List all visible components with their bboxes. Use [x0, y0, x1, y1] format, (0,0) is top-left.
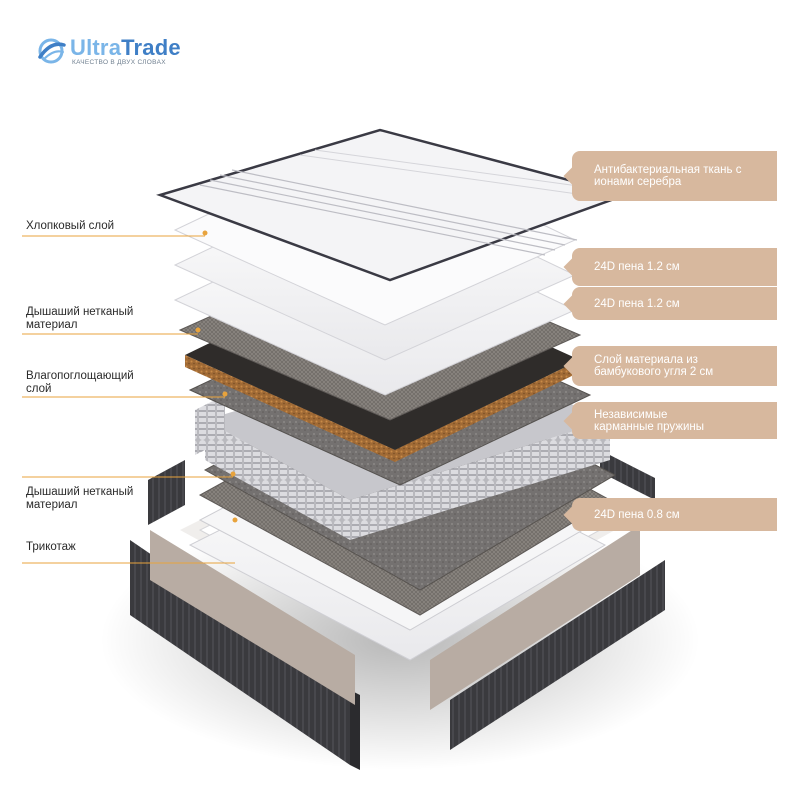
- brand-name: UltraTrade: [70, 35, 181, 61]
- tag-pocket-springs: Независимые карманные пружины: [563, 402, 777, 439]
- brand-name-part2: Trade: [121, 35, 181, 60]
- brand-tagline: КАЧЕСТВО В ДВУХ СЛОВАХ: [72, 59, 166, 66]
- label-knit-layer: Трикотаж: [26, 541, 76, 553]
- tag-bamboo-charcoal: Слой материала из бамбукового угля 2 см: [563, 346, 777, 386]
- left-leader-lines: [22, 230, 238, 564]
- label-cotton-layer: Хлопковый слой: [26, 220, 115, 232]
- tag-text: Слой материала из бамбукового угля 2 см: [594, 354, 714, 378]
- tag-antibacterial-fabric: Антибактериальная ткань с ионами серебра: [563, 151, 777, 201]
- tag-text: 24D пена 1.2 см: [594, 261, 680, 273]
- tag-text: 24D пена 0.8 см: [594, 508, 680, 521]
- label-breathable-nonwoven-top: Дышаший нетканый материал: [26, 306, 134, 331]
- tag-text: Независимые карманные пружины: [594, 408, 705, 433]
- brand-logo: UltraTrade КАЧЕСТВО В ДВУХ СЛОВАХ: [36, 34, 216, 74]
- tag-text: 24D пена 1.2 см: [594, 297, 680, 310]
- ring-logo-icon: [38, 38, 66, 64]
- tag-foam-2: 24D пена 1.2 см: [563, 287, 777, 320]
- tag-text: Антибактериальная ткань с ионами серебра: [594, 164, 742, 188]
- tag-foam-3: 24D пена 0.8 см: [563, 498, 777, 531]
- label-moisture-absorbing-layer: Влагопоглощающий слой: [26, 370, 134, 395]
- tag-foam-1: 24D пена 1.2 см: [563, 248, 777, 286]
- label-breathable-nonwoven-bottom: Дышаший нетканый материал: [26, 486, 134, 511]
- brand-name-part1: Ultra: [70, 35, 122, 60]
